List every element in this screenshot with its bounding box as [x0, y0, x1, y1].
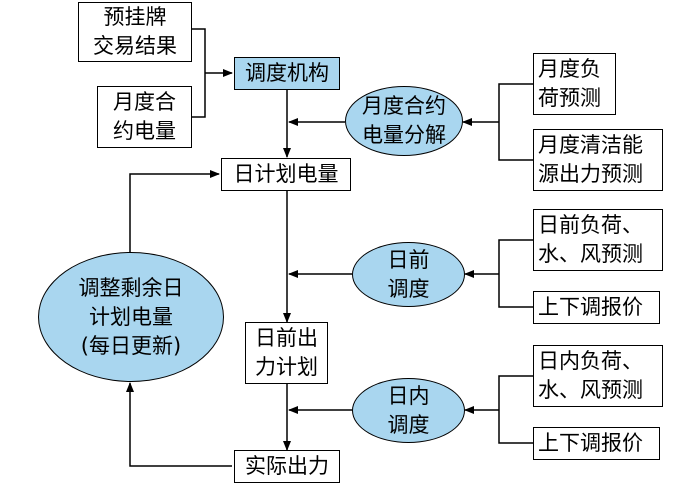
node-monthly-contract-volume: 月度合 约电量: [97, 86, 192, 148]
connector-intraday-bid: [498, 410, 533, 444]
node-intraday-bid: 上下调报价: [533, 427, 660, 460]
connector-intraday-forecast: [498, 375, 533, 410]
node-monthly-clean-energy-forecast: 月度清洁能 源出力预测: [533, 129, 663, 191]
node-preliminary-trade-result: 预挂牌 交易结果: [78, 2, 192, 62]
node-intraday-forecast: 日内负荷、 水、风预测: [533, 345, 663, 407]
connector-monthly-load: [498, 83, 533, 122]
node-day-ahead-forecast: 日前负荷、 水、风预测: [533, 209, 663, 271]
arrow-adjust-to-daily-plan: [129, 170, 220, 252]
connector-monthly-clean: [498, 122, 533, 161]
connector-contract-to-agency: [192, 73, 206, 118]
node-day-ahead-dispatch: 日前 调度: [352, 242, 465, 307]
node-monthly-contract-decomposition: 月度合约 电量分解: [345, 86, 463, 156]
connector-day-ahead-bid: [498, 274, 533, 308]
node-monthly-load-forecast: 月度负 荷预测: [533, 53, 616, 115]
arrow-actual-to-adjust: [126, 382, 232, 467]
node-dispatch-agency: 调度机构: [234, 57, 340, 90]
node-adjust-remaining-plan: 调整剩余日 计划电量 (每日更新): [38, 252, 224, 382]
connector-trade-to-agency: [192, 28, 206, 73]
node-day-ahead-bid: 上下调报价: [533, 291, 660, 324]
connector-day-ahead-forecast: [498, 239, 533, 274]
node-day-ahead-output-plan: 日前出 力计划: [245, 322, 328, 384]
node-daily-plan-volume: 日计划电量: [221, 158, 351, 191]
node-intraday-dispatch: 日内 调度: [352, 378, 465, 443]
node-actual-output: 实际出力: [234, 450, 340, 483]
